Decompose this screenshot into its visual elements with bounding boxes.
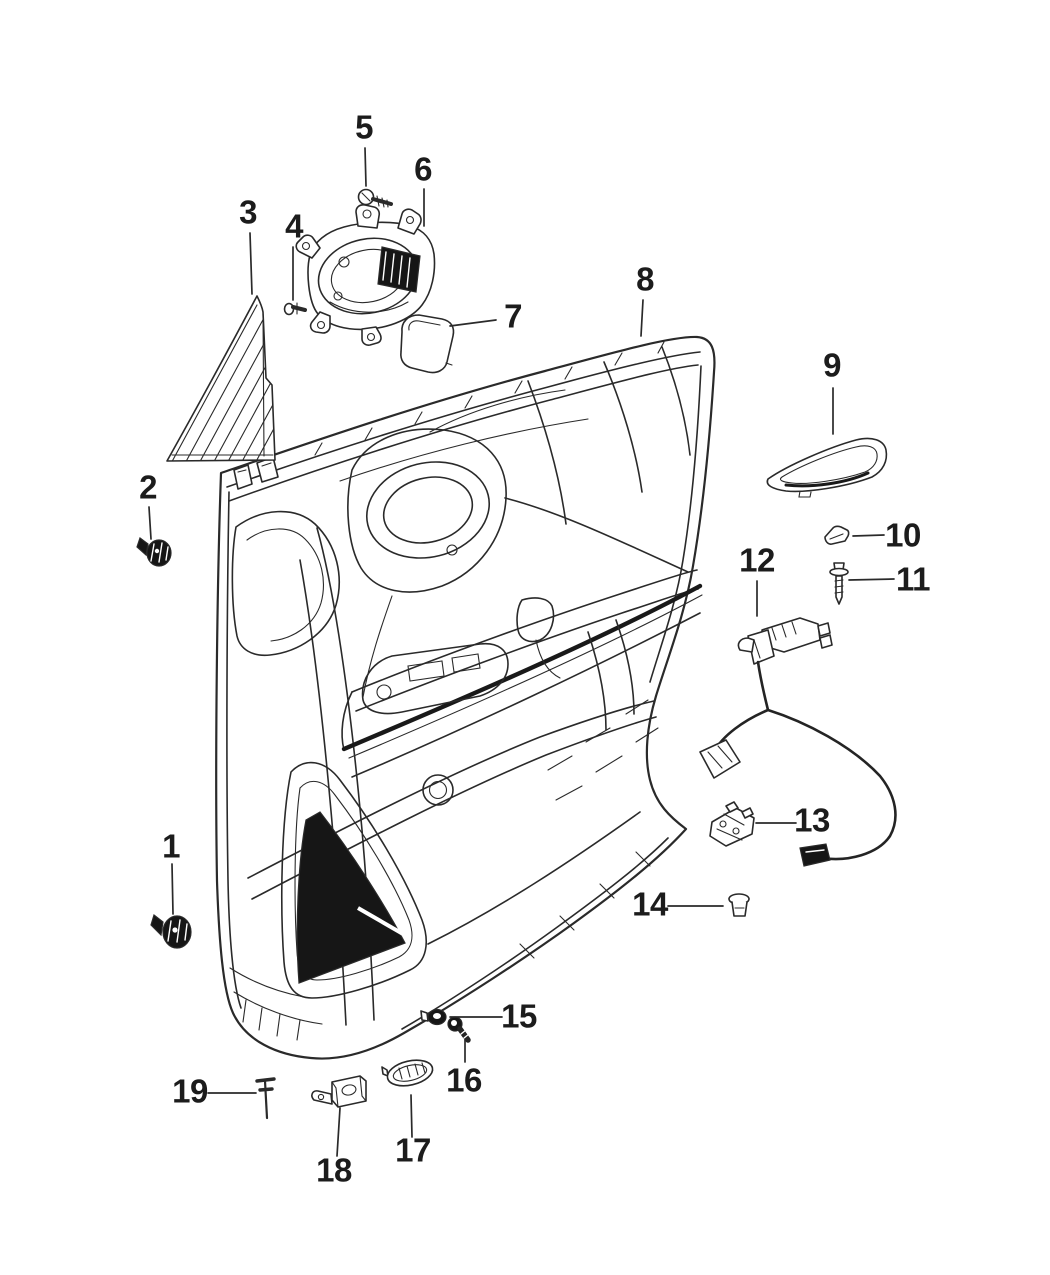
leader-line-17 — [410, 1094, 413, 1138]
latch-cup — [516, 597, 561, 679]
callout-label-12: 12 — [739, 541, 775, 579]
callout-label-17: 17 — [395, 1131, 431, 1169]
leader-line-11 — [848, 578, 895, 581]
handle-cutout — [347, 428, 507, 698]
screw-16 — [447, 1016, 471, 1043]
callout-label-8: 8 — [636, 260, 654, 298]
callout-label-15: 15 — [501, 997, 537, 1035]
callout-label-14: 14 — [632, 885, 668, 923]
retainer-clip-4 — [283, 302, 307, 316]
bumper-17 — [381, 1059, 434, 1087]
callout-label-4: 4 — [285, 207, 303, 245]
window-switch-bezel — [361, 642, 509, 715]
callout-label-2: 2 — [139, 468, 157, 506]
handle-screw — [357, 188, 393, 208]
callout-label-11: 11 — [896, 560, 930, 598]
callout-label-16: 16 — [446, 1061, 482, 1099]
lower-ribs — [229, 967, 323, 1041]
leader-line-3 — [249, 232, 253, 295]
callout-label-6: 6 — [414, 150, 432, 188]
callout-label-10: 10 — [885, 516, 921, 554]
leader-line-10 — [852, 534, 885, 537]
push-clip-14 — [728, 893, 750, 917]
screw-11 — [829, 562, 849, 605]
callout-label-7: 7 — [504, 297, 522, 335]
speaker-grille — [281, 761, 428, 999]
callout-label-1: 1 — [162, 827, 180, 865]
callout-label-13: 13 — [794, 801, 830, 839]
pull-cup-bezel — [766, 437, 888, 498]
terminal-cluster — [709, 801, 755, 847]
harness-connector-a — [699, 739, 741, 779]
callout-label-19: 19 — [172, 1072, 208, 1110]
handle-cap — [400, 314, 455, 374]
leader-line-1 — [171, 863, 174, 915]
leader-line-8 — [640, 299, 644, 337]
leader-line-18 — [336, 1107, 341, 1157]
trim-clip-2 — [136, 537, 172, 567]
callout-label-9: 9 — [823, 346, 841, 384]
top-edge-hatch — [314, 341, 665, 456]
door-handle-assembly — [295, 204, 436, 346]
bin-cap — [824, 525, 850, 545]
leader-line-5 — [364, 147, 367, 187]
leader-line-7 — [449, 319, 497, 327]
armrest — [341, 569, 703, 778]
leader-line-2 — [148, 506, 152, 540]
door-trim-panel — [215, 335, 716, 1060]
harness-connector-b — [799, 843, 831, 867]
panel-edge-clips — [233, 456, 279, 490]
bracket-18 — [311, 1075, 367, 1108]
switch-harness — [699, 617, 897, 867]
callout-label-5: 5 — [355, 108, 373, 146]
pin-19 — [255, 1077, 276, 1120]
callout-label-3: 3 — [239, 193, 257, 231]
callout-label-18: 18 — [316, 1151, 352, 1189]
trim-clip-1 — [150, 913, 192, 949]
push-nut-15 — [420, 1008, 447, 1026]
